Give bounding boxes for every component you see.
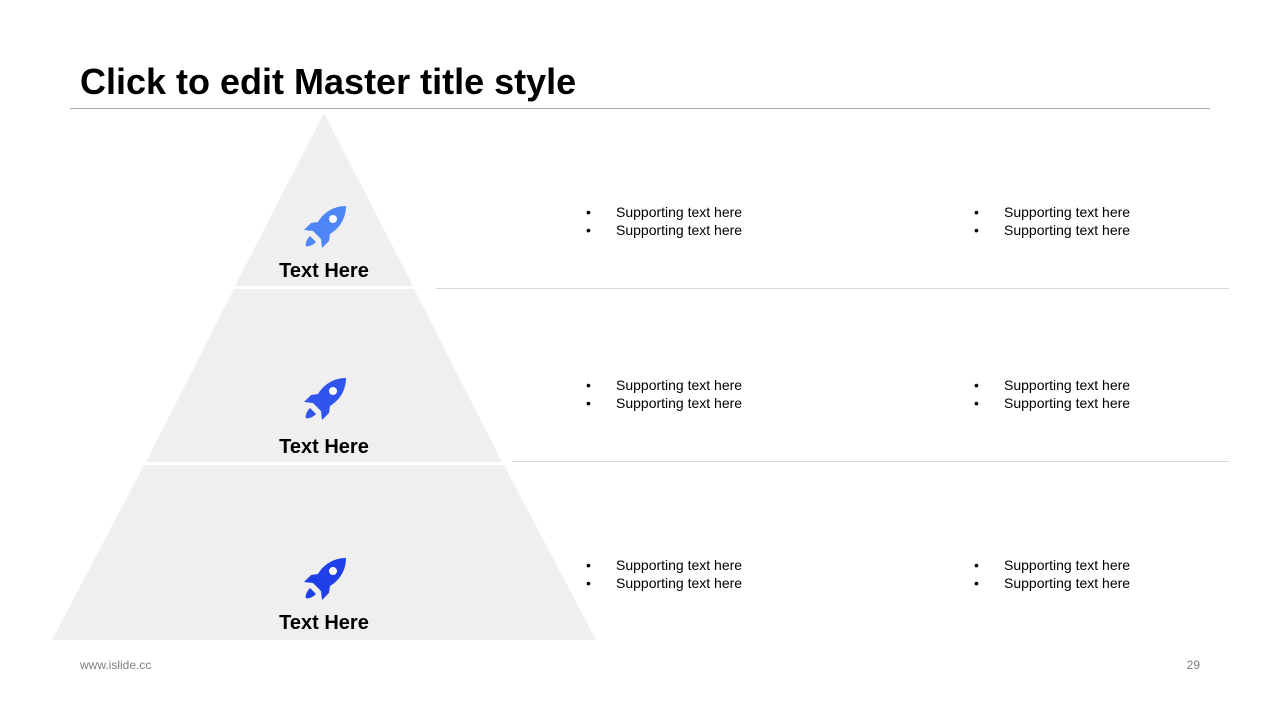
bullet-dot: • — [974, 222, 979, 238]
supporting-text: Supporting text here — [616, 377, 743, 393]
bullet-dot: • — [586, 377, 591, 393]
supporting-text: Supporting text here — [616, 395, 743, 411]
list-item[interactable]: • Supporting text here — [974, 203, 1130, 221]
rocket-icon — [304, 206, 346, 248]
list-item[interactable]: • Supporting text here — [974, 221, 1130, 239]
tier-separator-2 — [512, 461, 1229, 462]
list-item[interactable]: • Supporting text here — [586, 574, 742, 592]
bullet-dot: • — [586, 222, 591, 238]
supporting-text: Supporting text here — [1004, 395, 1131, 411]
tier-separator-1 — [436, 288, 1229, 289]
list-item[interactable]: • Supporting text here — [974, 574, 1130, 592]
rocket-icon — [304, 378, 346, 420]
list-item[interactable]: • Supporting text here — [586, 394, 742, 412]
pyramid-tier-top — [235, 113, 413, 286]
supporting-text: Supporting text here — [1004, 204, 1131, 220]
bullet-dot: • — [974, 204, 979, 220]
list-item[interactable]: • Supporting text here — [586, 203, 742, 221]
supporting-text: Supporting text here — [1004, 377, 1131, 393]
title-divider — [70, 108, 1210, 109]
supporting-text: Supporting text here — [616, 204, 743, 220]
bullet-dot: • — [974, 575, 979, 591]
list-item[interactable]: • Supporting text here — [586, 376, 742, 394]
slide-title[interactable]: Click to edit Master title style — [80, 61, 577, 102]
bullet-dot: • — [974, 395, 979, 411]
tier-label-bottom[interactable]: Text Here — [279, 612, 369, 634]
tier-label-top[interactable]: Text Here — [279, 260, 369, 282]
bullet-list: • Supporting text here • Supporting text h… — [586, 556, 742, 592]
supporting-text: Supporting text here — [616, 575, 743, 591]
list-item[interactable]: • Supporting text here — [974, 394, 1130, 412]
bullet-dot: • — [586, 575, 591, 591]
bullet-list: • Supporting text here • Supporting text h… — [974, 203, 1130, 239]
bullet-list: • Supporting text here • Supporting text h… — [974, 376, 1130, 412]
bullet-dot: • — [586, 395, 591, 411]
pyramid-tier-bottom — [52, 465, 596, 640]
supporting-text: Supporting text here — [1004, 222, 1131, 238]
supporting-text: Supporting text here — [616, 222, 743, 238]
list-item[interactable]: • Supporting text here — [974, 556, 1130, 574]
supporting-text: Supporting text here — [1004, 575, 1131, 591]
bullet-list: • Supporting text here • Supporting text h… — [586, 376, 742, 412]
page-number: 29 — [1186, 658, 1200, 672]
bullet-list: • Supporting text here • Supporting text h… — [974, 556, 1130, 592]
list-item[interactable]: • Supporting text here — [586, 556, 742, 574]
bullet-list: • Supporting text here • Supporting text h… — [586, 203, 742, 239]
list-item[interactable]: • Supporting text here — [974, 376, 1130, 394]
pyramid-tier-middle — [146, 289, 502, 462]
list-item[interactable]: • Supporting text here — [586, 221, 742, 239]
supporting-text: Supporting text here — [616, 557, 743, 573]
rocket-icon — [304, 558, 346, 600]
bullet-dot: • — [974, 557, 979, 573]
bullet-dot: • — [586, 204, 591, 220]
footer-url: www.islide.cc — [80, 658, 152, 672]
bullet-dot: • — [974, 377, 979, 393]
tier-label-middle[interactable]: Text Here — [279, 436, 369, 458]
bullet-dot: • — [586, 557, 591, 573]
supporting-text: Supporting text here — [1004, 557, 1131, 573]
